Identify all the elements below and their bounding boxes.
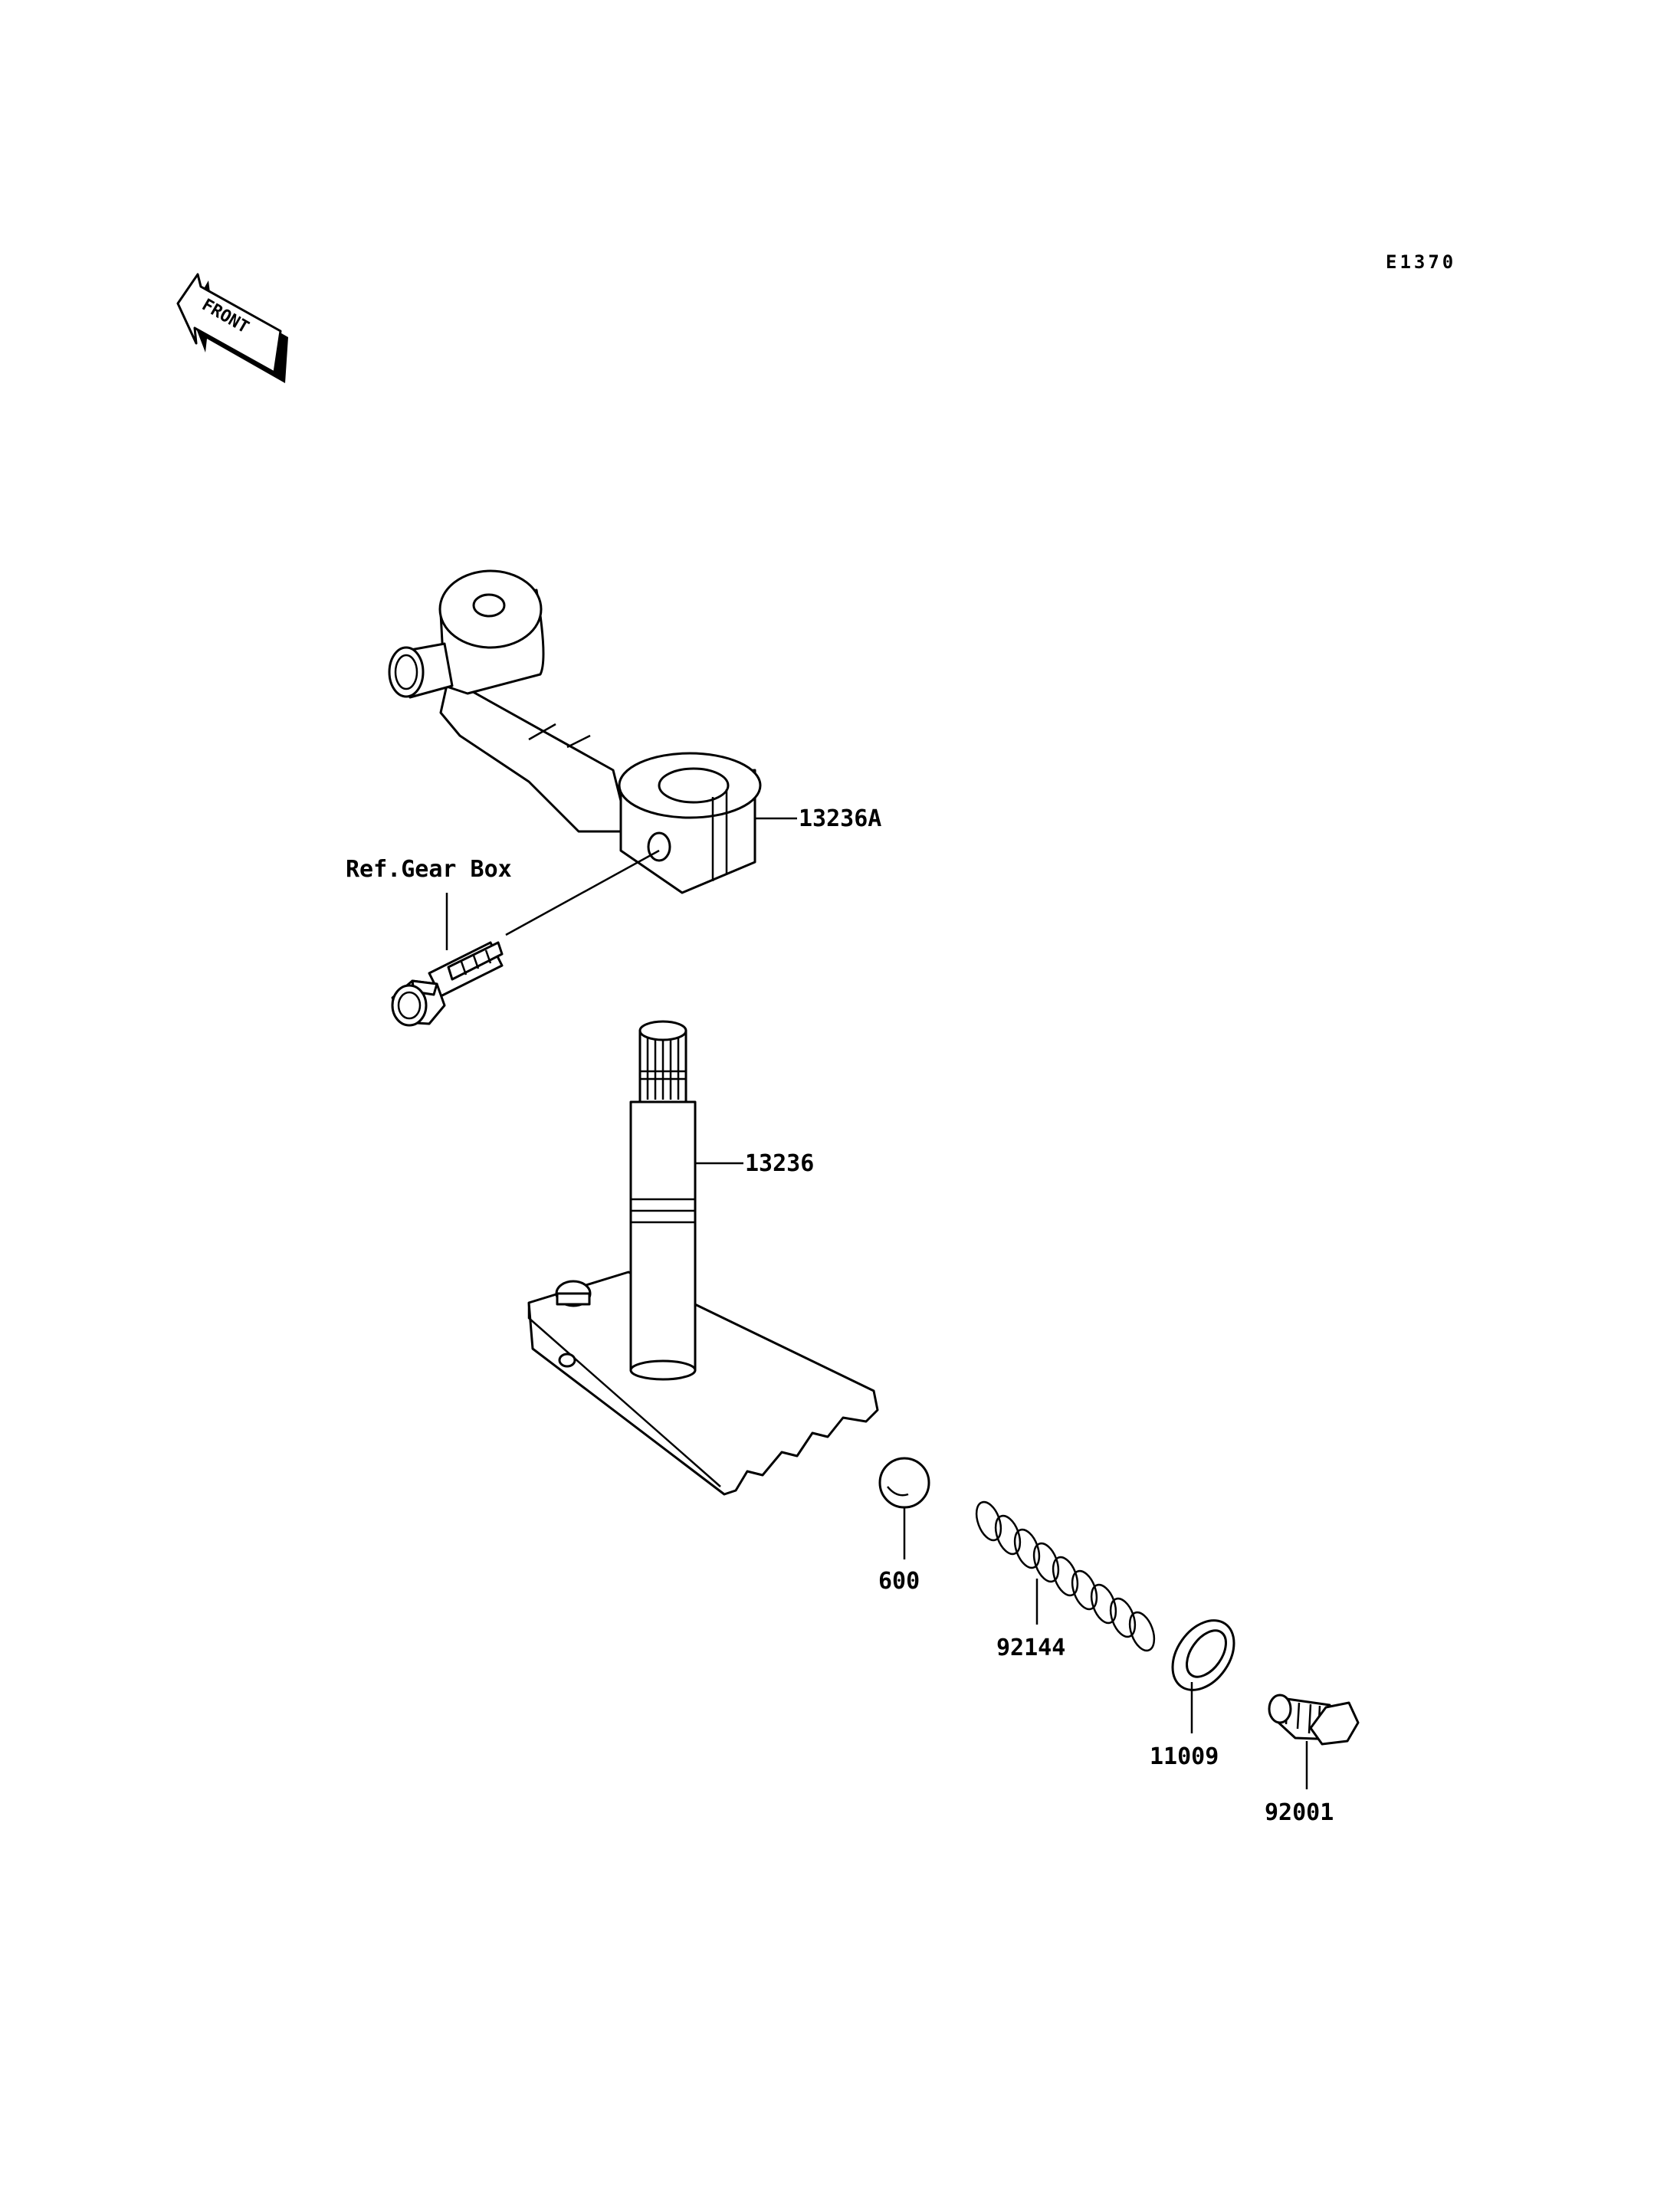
part-label-600: 600: [878, 1568, 920, 1595]
part-label-92001: 92001: [1265, 1799, 1334, 1826]
part-label-92144: 92144: [996, 1635, 1065, 1661]
part-label-11009: 11009: [1150, 1743, 1219, 1770]
washer-part: [1171, 1619, 1235, 1691]
shift-shaft-part: [527, 1020, 879, 1496]
part-label-13236: 13236: [745, 1150, 814, 1177]
ball-part: [878, 1457, 930, 1509]
spring-part: [975, 1500, 1156, 1652]
front-arrow-icon: FRONT: [176, 273, 288, 383]
leader-lines: [445, 817, 1308, 1789]
diagram-code: E1370: [1386, 251, 1456, 273]
part-label-13236a: 13236A: [799, 805, 881, 832]
part-label-ref-gear-box: Ref.Gear Box: [346, 856, 512, 883]
plug-part: [1268, 1694, 1360, 1746]
shift-lever-part: [388, 569, 762, 894]
bolt-part: [391, 849, 660, 1027]
